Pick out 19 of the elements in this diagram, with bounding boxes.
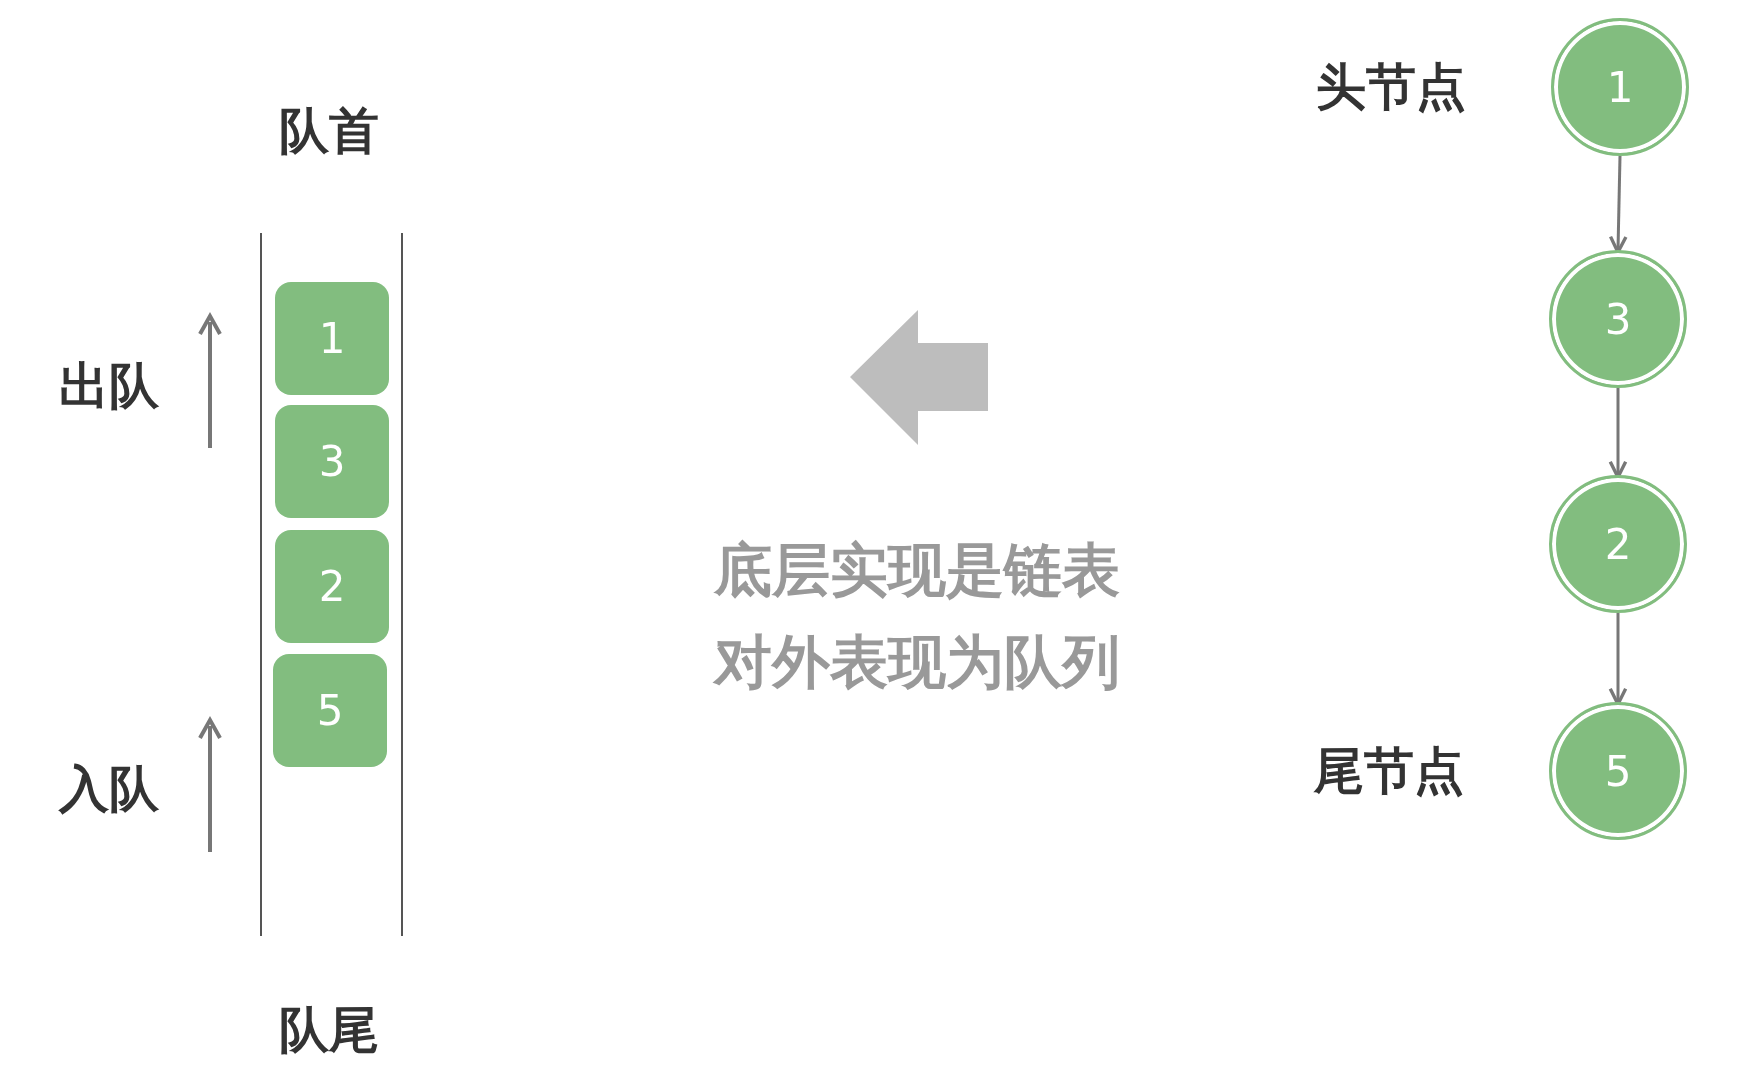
queue-label: 队首 (279, 100, 379, 162)
queue-element: 2 (275, 530, 389, 643)
node-caption: 尾节点 (1314, 740, 1464, 802)
queue-label: 出队 (59, 355, 159, 417)
queue-label: 队尾 (279, 999, 379, 1061)
queue-element: 3 (275, 405, 389, 518)
queue-element: 5 (273, 654, 387, 767)
description-text: 底层实现是链表 (714, 535, 1120, 606)
node-caption: 头节点 (1316, 56, 1466, 118)
queue-element: 1 (275, 282, 389, 395)
arrow (1609, 155, 1627, 253)
list-node-circle: 1 (1551, 18, 1689, 156)
list-node-circle: 2 (1549, 475, 1687, 613)
arrow (1609, 388, 1627, 478)
list-node-circle: 5 (1549, 702, 1687, 840)
arrow (1609, 613, 1627, 705)
list-node-circle: 3 (1549, 250, 1687, 388)
queue-label: 入队 (59, 758, 159, 820)
description-text: 对外表现为队列 (714, 627, 1120, 698)
